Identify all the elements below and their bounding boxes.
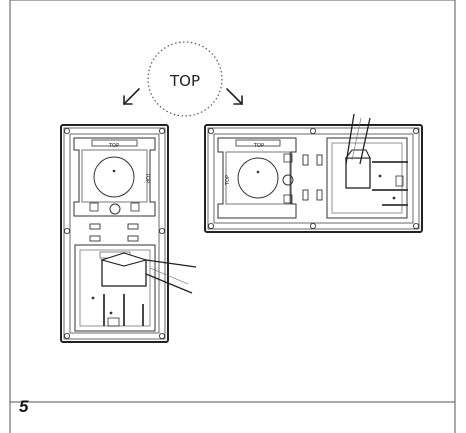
vertical-panel: TOP TOP bbox=[60, 124, 197, 343]
screwdriver-icon bbox=[344, 113, 371, 189]
divider-clips bbox=[302, 154, 323, 201]
horizontal-right-module bbox=[326, 137, 408, 219]
divider-clips bbox=[89, 223, 139, 242]
figure-frame bbox=[9, 0, 456, 403]
module-side-label: TOP bbox=[225, 175, 231, 186]
orientation-label: TOP bbox=[169, 72, 200, 90]
horizontal-panel: TOP TOP bbox=[204, 113, 423, 233]
vertical-frame-outer bbox=[60, 124, 169, 343]
step-number: 5 bbox=[19, 397, 29, 416]
vertical-top-module: TOP TOP bbox=[73, 137, 156, 217]
module-top-label: TOP bbox=[108, 143, 119, 149]
screw-icons bbox=[64, 127, 165, 339]
module-side-label: TOP bbox=[144, 172, 150, 183]
horizontal-left-module: TOP TOP bbox=[217, 137, 297, 219]
arrow-down-right-icon bbox=[226, 88, 243, 105]
screwdriver-icon bbox=[100, 252, 197, 294]
dotted-circle bbox=[147, 41, 223, 117]
arrow-down-left-icon bbox=[123, 88, 140, 105]
vertical-bottom-module bbox=[74, 244, 156, 332]
screw-icons bbox=[207, 127, 419, 229]
orientation-indicator: TOP bbox=[123, 41, 243, 117]
module-top-label: TOP bbox=[253, 143, 264, 149]
